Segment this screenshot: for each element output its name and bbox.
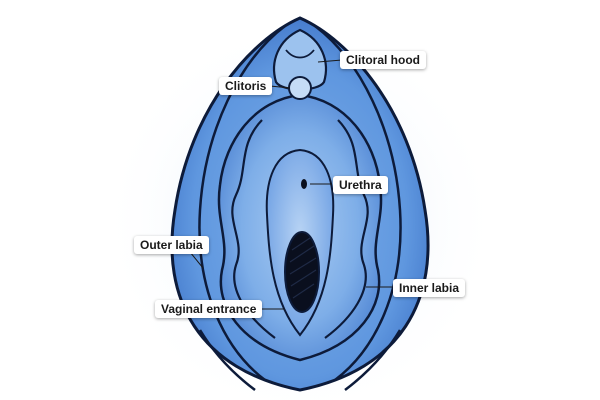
- crease-left: [198, 329, 256, 391]
- leader-clitoris: [269, 85, 291, 89]
- outer-contour-left: [198, 25, 286, 381]
- crease-right: [344, 329, 402, 391]
- leader-clitoral-hood: [317, 59, 343, 63]
- label-outer-labia: Outer labia: [134, 236, 209, 254]
- hood-fold: [285, 49, 315, 59]
- vaginal-entrance-opening: [284, 231, 320, 313]
- label-clitoral-hood: Clitoral hood: [340, 51, 426, 69]
- urethra-opening: [301, 179, 307, 189]
- inner-fold-right: [324, 119, 369, 339]
- label-vaginal-entrance: Vaginal entrance: [155, 300, 263, 318]
- label-inner-labia: Inner labia: [393, 279, 466, 297]
- leader-outer-labia: [189, 251, 204, 269]
- label-urethra: Urethra: [333, 176, 388, 194]
- label-clitoris: Clitoris: [219, 77, 273, 95]
- clitoris-shape: [288, 76, 312, 100]
- entrance-hatch: [289, 237, 317, 299]
